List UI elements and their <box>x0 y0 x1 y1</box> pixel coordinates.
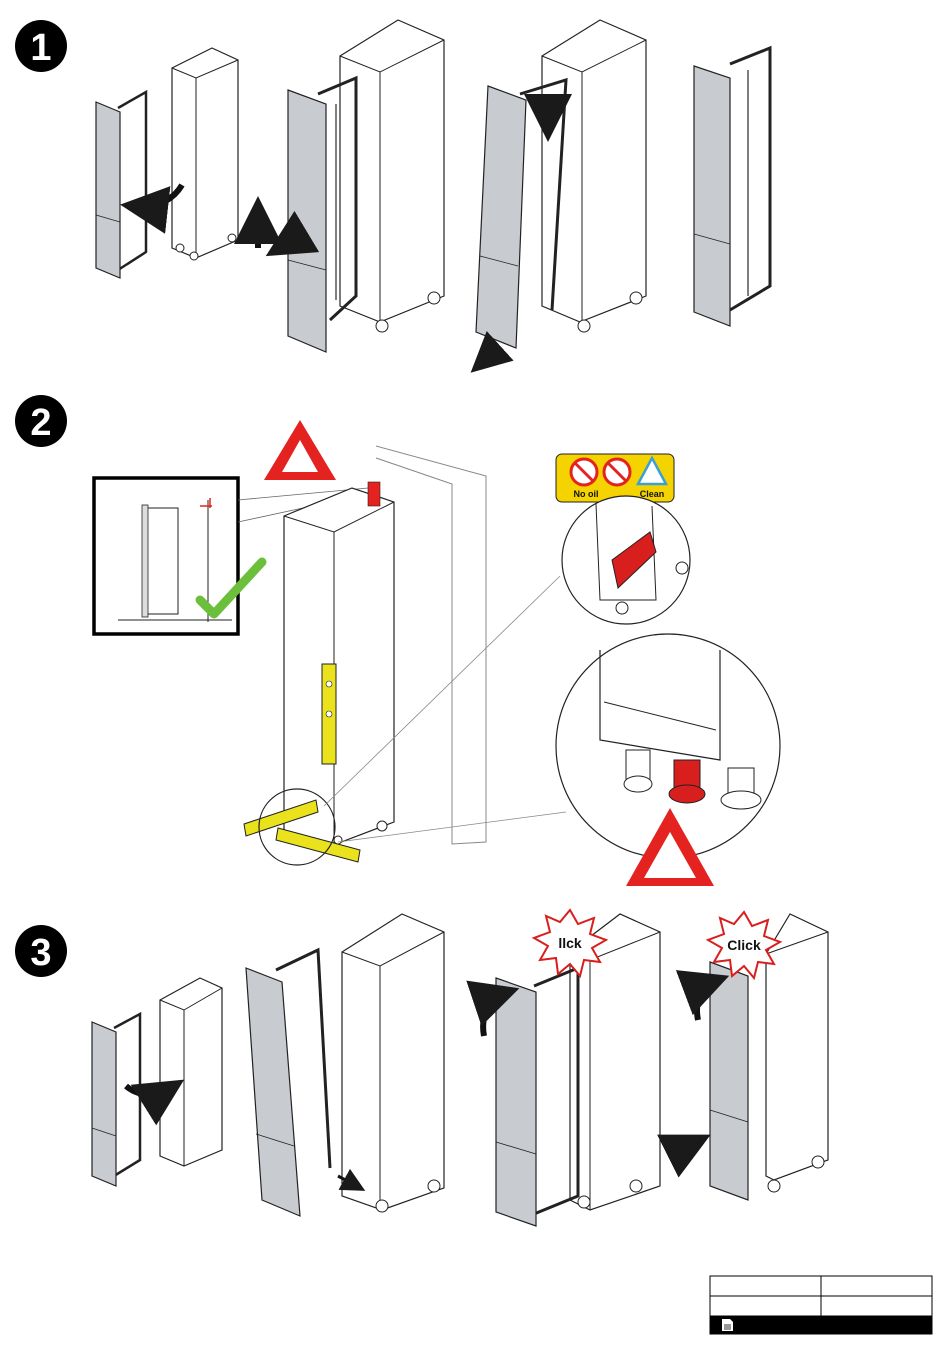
step-3-figure-a <box>92 978 222 1186</box>
push-arrow-icon <box>668 1140 700 1156</box>
front-panel <box>92 1022 116 1186</box>
document-icon <box>722 1319 733 1331</box>
step-2-number: 2 <box>30 402 51 444</box>
rotate-arrow-icon <box>126 1086 174 1094</box>
step-1-number: 1 <box>30 27 51 69</box>
click-burst-label: Click <box>727 937 761 953</box>
red-bracket <box>368 482 380 506</box>
warning-triangle-icon <box>264 420 336 480</box>
front-panel <box>246 968 300 1216</box>
step-1-badge: 1 <box>15 20 67 72</box>
footer-bar <box>710 1316 932 1334</box>
step-2-badge: 2 <box>15 395 67 447</box>
step-3-number: 3 <box>30 932 51 974</box>
front-panel <box>694 66 730 326</box>
tall-cabinet <box>244 482 394 865</box>
step-3-badge: 3 <box>15 925 67 977</box>
front-panel <box>476 86 526 348</box>
step-1-figure-d <box>694 48 770 326</box>
step-1-figure-b <box>258 20 444 352</box>
click-burst-label: llck <box>558 935 582 951</box>
step-1-figure-c <box>476 20 646 366</box>
step-3-figure-c: llck <box>483 910 660 1226</box>
step-3-figure-b <box>246 914 444 1216</box>
front-panel <box>288 90 326 352</box>
slide-detail-circle <box>562 496 690 624</box>
no-oil-label: No oil <box>574 489 599 499</box>
level-check-inset <box>94 478 262 634</box>
front-panel <box>710 962 748 1200</box>
step-1-figure-a <box>96 48 238 278</box>
no-oil-clean-sticker: No oil Clean <box>556 454 674 502</box>
front-panel <box>496 978 536 1226</box>
clean-label: Clean <box>640 489 665 499</box>
footer-table <box>710 1276 932 1334</box>
pull-arrow-icon <box>478 346 500 366</box>
front-panel <box>96 102 120 278</box>
step-3-figure-d: Click <box>668 912 828 1200</box>
